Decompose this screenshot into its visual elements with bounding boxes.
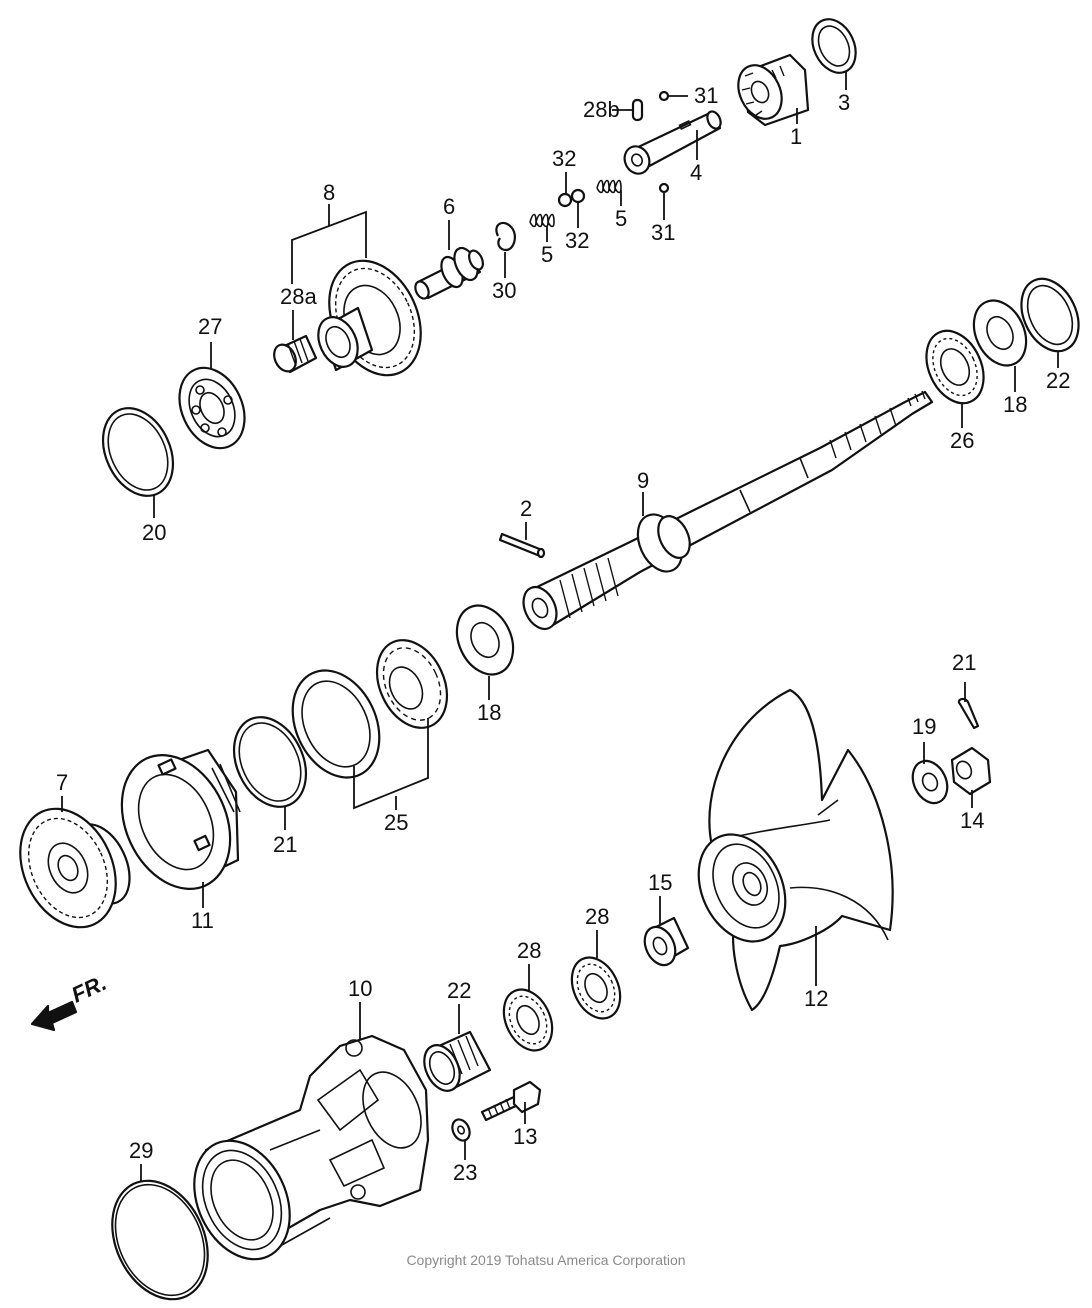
part-21-cotter-pin [957, 697, 980, 730]
part-9-propeller-shaft [522, 390, 934, 631]
part-28b-oil-seal [570, 956, 622, 1020]
part-4-plunger [623, 110, 722, 175]
callout-15: 15 [648, 870, 672, 895]
callout-31-bottom: 31 [651, 220, 675, 245]
part-6-shift-slider [414, 246, 484, 300]
callout-27: 28b [583, 97, 620, 122]
callout-28-right: 28 [585, 904, 609, 929]
part-25-ball-bearing [178, 366, 246, 450]
callout-11: 11 [191, 908, 214, 933]
callout-3: 3 [838, 90, 850, 115]
part-10-propeller-shaft-housing [193, 1034, 430, 1261]
callout-28-left: 28 [517, 938, 541, 963]
part-26-needle-bearing [273, 334, 318, 374]
part-30-clip [495, 221, 516, 252]
part-15-thrust-holder [643, 916, 690, 967]
direction-label: FR. [68, 970, 111, 1008]
part-17-washer [911, 759, 949, 805]
front-direction-arrow: FR. [30, 970, 111, 1032]
callout-23: 26 [950, 428, 974, 453]
arrow-icon [30, 1000, 78, 1032]
part-29-o-ring [111, 1179, 209, 1301]
callout-10: 10 [348, 976, 372, 1001]
part-1-clutch [737, 53, 810, 127]
callout-30: 30 [492, 278, 516, 303]
callout-16-bottom: 18 [477, 700, 501, 725]
part-31b-ball [658, 182, 670, 194]
part-20-washer [451, 1118, 471, 1142]
copyright-notice: Copyright 2019 Tohatsu America Corporati… [406, 1252, 686, 1268]
callout-20: 23 [453, 1160, 477, 1185]
part-5a-spring [529, 213, 555, 228]
callout-17: 19 [912, 714, 936, 739]
part-16a-thrust-washer [972, 299, 1028, 367]
callout-4: 4 [690, 160, 702, 185]
callout-14: 14 [960, 808, 984, 833]
part-18b-shim [232, 716, 308, 808]
part-19-shim [1020, 277, 1080, 353]
part-18a-shim [101, 407, 175, 497]
part-12-propeller [697, 688, 894, 1012]
callout-8: 8 [323, 180, 335, 205]
part-32a-ball [557, 192, 573, 208]
part-14-propeller-nut [950, 746, 992, 796]
callout-29: 29 [129, 1138, 153, 1163]
part-22-needle-bearing [423, 1030, 492, 1092]
callout-32-top: 32 [552, 146, 576, 171]
part-8-reverse-gear [317, 259, 422, 377]
callout-12: 12 [804, 986, 828, 1011]
part-13-bolt [480, 1080, 542, 1122]
part-23-thrust-bearing [925, 329, 985, 405]
callout-9: 9 [637, 468, 649, 493]
part-5b-spring [596, 179, 622, 194]
callout-32-bottom: 32 [565, 228, 589, 253]
callout-22: 22 [447, 978, 471, 1003]
callout-21: 21 [952, 650, 976, 675]
part-24-tapered-roller-bearing [291, 639, 449, 779]
part-31a-ball [658, 90, 670, 102]
callout-2: 2 [520, 496, 532, 521]
callout-1: 1 [790, 124, 802, 149]
callout-24: 25 [384, 810, 408, 835]
callout-7: 7 [56, 770, 68, 795]
callout-16-top: 18 [1003, 392, 1027, 417]
part-28a-oil-seal [502, 988, 554, 1052]
part-3-ring [811, 18, 857, 74]
part-27-pin [631, 98, 644, 122]
callout-18-top: 20 [142, 520, 166, 545]
callout-5-right: 5 [615, 206, 627, 231]
callout-31-top: 31 [694, 83, 718, 108]
part-callout-labels: 3 1 31 28b 4 31 5 32 32 5 6 30 8 28a 27 … [56, 83, 1070, 1185]
part-16b-thrust-washer [455, 604, 515, 676]
callout-18-bottom: 21 [273, 832, 297, 857]
callout-26: 28a [280, 284, 317, 309]
part-32b-ball [570, 188, 586, 204]
callout-13: 13 [513, 1124, 537, 1149]
leader-lines [61, 72, 1059, 1182]
callout-25: 27 [198, 314, 222, 339]
callout-19: 22 [1046, 368, 1070, 393]
part-7-front-gear [19, 807, 131, 929]
part-2-pin [498, 532, 546, 559]
callout-5-left: 5 [541, 242, 553, 267]
callout-6: 6 [443, 194, 455, 219]
part-11-lock-nut-ring [120, 748, 241, 890]
